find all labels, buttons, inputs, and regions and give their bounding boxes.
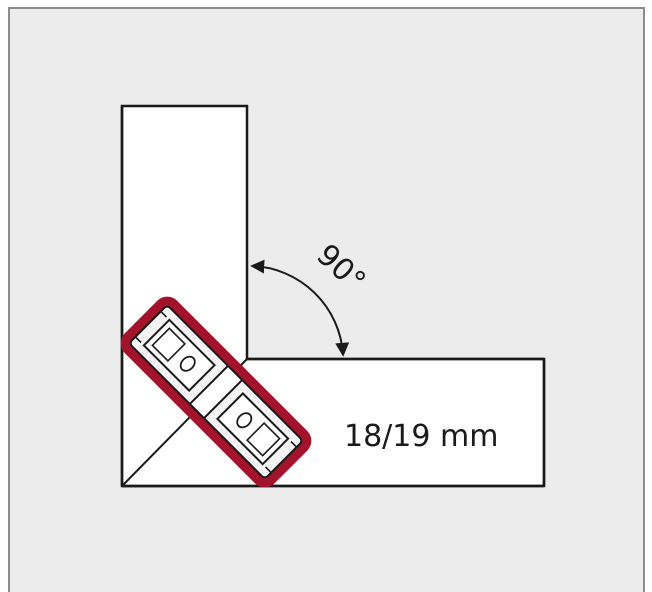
diagram-frame (8, 7, 645, 592)
angle-arc-arrow-icon (250, 259, 350, 357)
thickness-label: 18/19 mm (344, 419, 498, 454)
corner-connector-icon (120, 296, 312, 488)
